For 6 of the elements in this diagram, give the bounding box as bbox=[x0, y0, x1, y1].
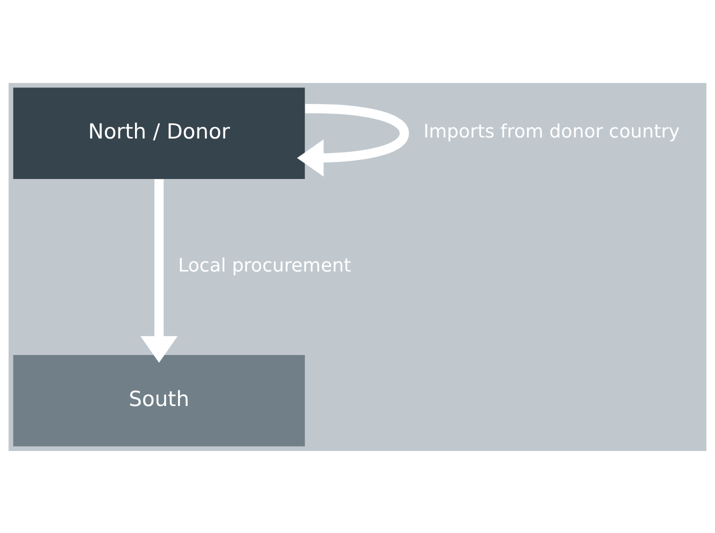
arrow bbox=[297, 104, 409, 176]
edge-label: Imports from donor country bbox=[423, 121, 680, 142]
edge-label: Local procurement bbox=[178, 254, 352, 276]
node-box: South bbox=[13, 354, 305, 446]
arrow bbox=[140, 178, 178, 362]
node-box: North / Donor bbox=[13, 87, 305, 179]
